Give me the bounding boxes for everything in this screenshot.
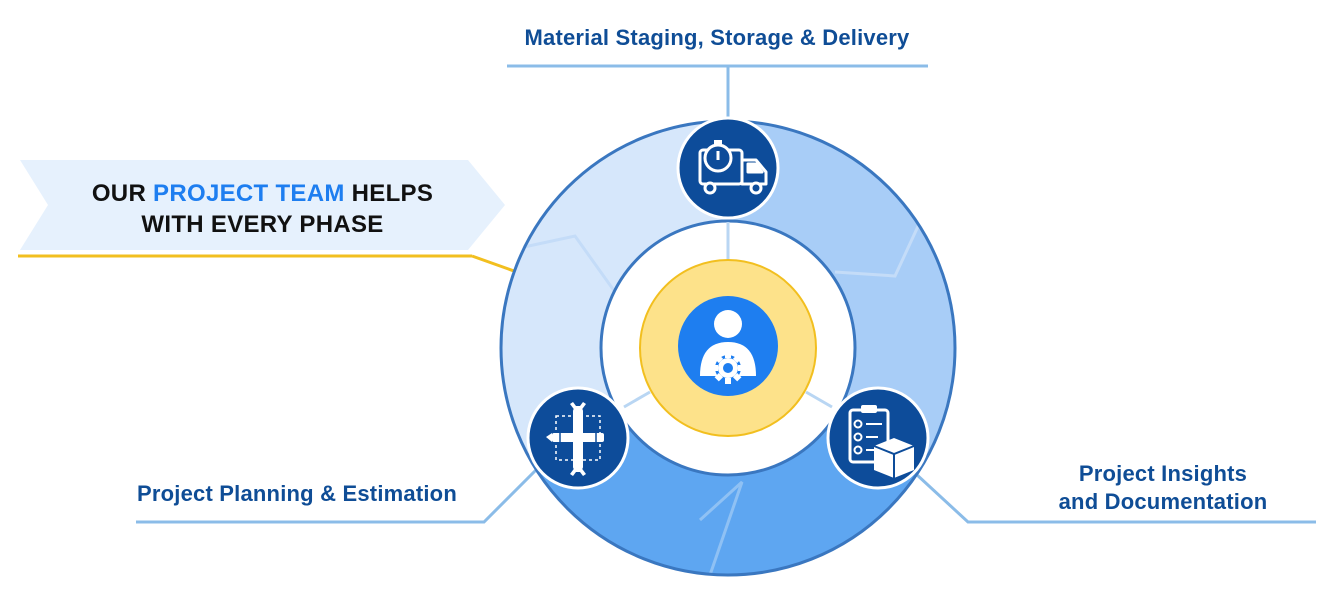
banner-line-2: WITH EVERY PHASE bbox=[141, 211, 384, 238]
banner-prefix: OUR bbox=[91, 180, 154, 207]
connector-left bbox=[136, 444, 562, 524]
inner-spokes bbox=[623, 222, 833, 409]
banner-highlight: PROJECT TEAM bbox=[153, 180, 345, 207]
node-right bbox=[826, 386, 930, 490]
center-hub bbox=[639, 259, 817, 437]
phase-label-top: Material Staging, Storage & Delivery bbox=[524, 25, 910, 50]
phase-label-right-line-2: and Documentation bbox=[1058, 489, 1268, 514]
phase-label-right: Project Insights and Documentation bbox=[1030, 460, 1296, 516]
phase-label-right-line-1: Project Insights bbox=[1078, 461, 1248, 486]
node-top bbox=[676, 116, 780, 220]
banner-heading: OUR PROJECT TEAM HELPS WITH EVERY PHASE bbox=[70, 178, 455, 240]
delivery-truck-stopwatch-icon bbox=[698, 140, 768, 195]
person-gear-icon bbox=[678, 296, 778, 396]
clipboard-checklist-box-icon bbox=[848, 405, 915, 478]
node-left bbox=[526, 386, 630, 490]
banner-arrow-shape bbox=[20, 160, 505, 250]
banner-suffix: HELPS bbox=[344, 180, 434, 207]
phase-banner bbox=[18, 160, 505, 258]
wrench-pencil-tools-icon bbox=[546, 402, 604, 476]
phase-label-left: Project Planning & Estimation bbox=[137, 481, 457, 506]
